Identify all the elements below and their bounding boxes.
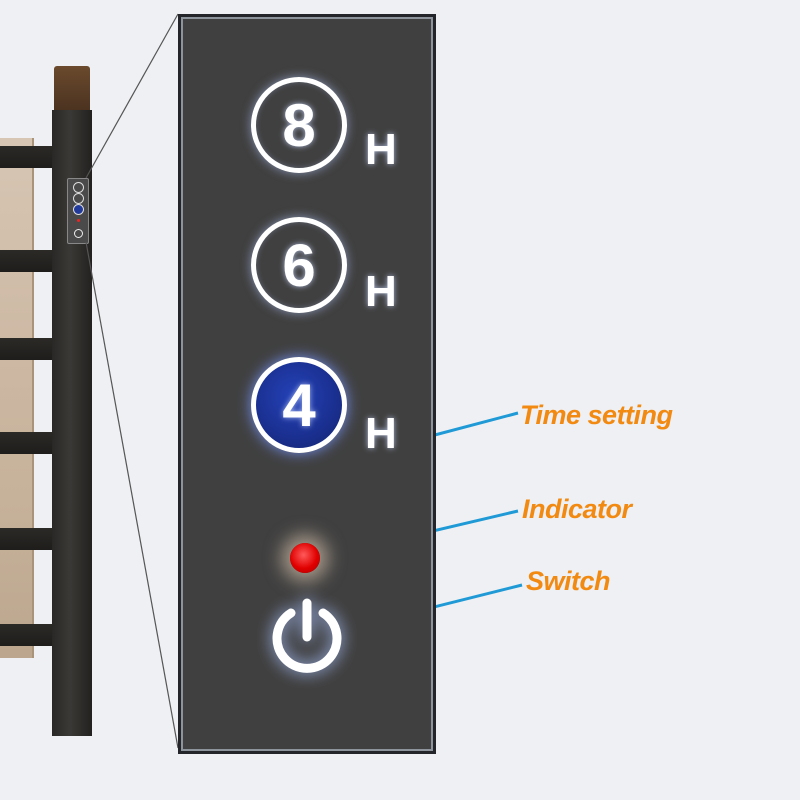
rail-rung [0, 146, 58, 168]
mini-ring-icon [73, 204, 84, 215]
power-switch-button[interactable] [263, 593, 351, 681]
timer-8h-number: 8 [282, 91, 316, 159]
switch-label: Switch [526, 566, 611, 596]
mini-ring-icon [73, 182, 84, 193]
mini-power-icon [74, 229, 83, 238]
rail-rung [0, 250, 58, 272]
timer-8h-button[interactable]: 8 [251, 77, 347, 173]
zoom-line-top [85, 13, 179, 179]
indicator-label: Indicator [522, 494, 632, 524]
rail-wood-cap [54, 66, 90, 112]
mini-indicator-dot [77, 219, 80, 222]
timer-4h-number: 4 [282, 371, 316, 439]
zoom-line-bottom [85, 241, 179, 749]
timer-8h-unit: H [365, 125, 397, 174]
power-icon [272, 598, 342, 673]
time-setting-label: Time setting [520, 400, 673, 430]
timer-6h-button[interactable]: 6 [251, 217, 347, 313]
rail-rung [0, 528, 58, 550]
mini-ring-icon [73, 193, 84, 204]
indicator-led [290, 543, 320, 573]
timer-4h-button[interactable]: 4 [251, 357, 347, 453]
towel [0, 138, 34, 658]
rail-rung [0, 624, 58, 646]
timer-6h-unit: H [365, 267, 397, 316]
timer-4h-unit: H [365, 409, 397, 458]
rail-rung [0, 338, 58, 360]
mini-control-panel [67, 178, 89, 244]
timer-6h-number: 6 [282, 231, 316, 299]
control-panel: 8 H 6 H 4 H [178, 14, 436, 754]
rail-rung [0, 432, 58, 454]
